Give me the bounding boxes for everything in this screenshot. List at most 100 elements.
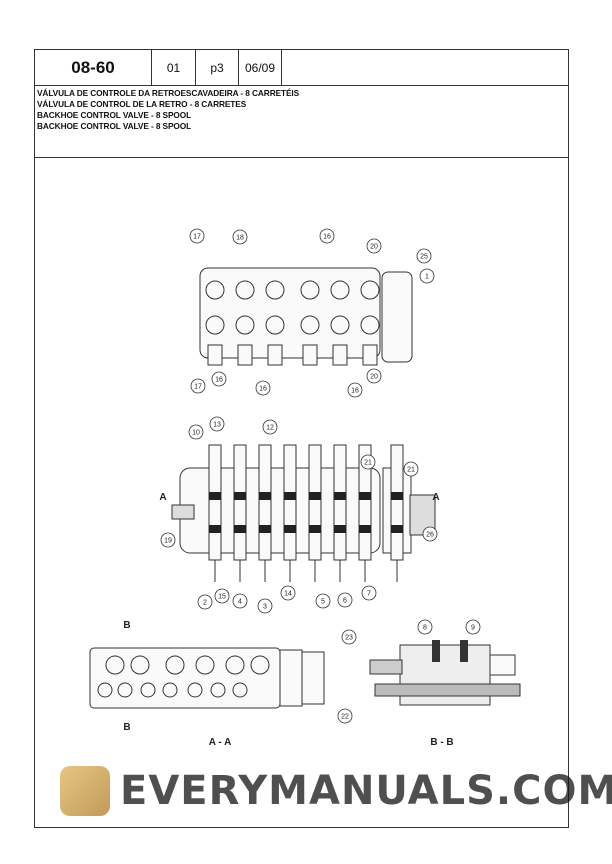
section-mark-b-bottom: B — [123, 722, 130, 733]
middle-section-drawing — [171, 444, 436, 582]
callout-number: 22 — [341, 714, 349, 721]
section-b-b-drawing — [369, 640, 521, 706]
callout: 17 — [189, 228, 205, 244]
callout-number: 25 — [420, 254, 428, 261]
callout: 10 — [188, 424, 204, 440]
section-mark-a-right: A — [432, 492, 439, 503]
callout: 22 — [337, 708, 353, 724]
callout-number: 3 — [263, 604, 267, 611]
callout-number: 16 — [215, 377, 223, 384]
callout: 8 — [417, 619, 433, 635]
callout-number: 7 — [367, 591, 371, 598]
callout-number: 12 — [266, 425, 274, 432]
callout-number: 20 — [370, 244, 378, 251]
callout-circle — [341, 629, 357, 645]
title-en: BACKHOE CONTROL VALVE - 8 SPOOL — [37, 110, 192, 120]
callout-circle — [214, 588, 230, 604]
view-label-a-a: A - A — [209, 737, 232, 748]
view-label-b-b: B - B — [430, 737, 453, 748]
callout-circle — [190, 378, 206, 394]
callout: 7 — [361, 585, 377, 601]
callout: 1 — [419, 268, 435, 284]
callout-circle — [315, 593, 331, 609]
callout-number: 4 — [238, 599, 242, 606]
title-en-2: BACKHOE CONTROL VALVE - 8 SPOOL — [37, 121, 192, 131]
callout-number: 16 — [323, 234, 331, 241]
callout: 4 — [232, 593, 248, 609]
callout-number: 2 — [203, 600, 207, 607]
callout-circle — [209, 416, 225, 432]
callout-number: 13 — [213, 422, 221, 429]
callout-number: 19 — [164, 538, 172, 545]
callout-number: 16 — [259, 386, 267, 393]
section-a-a-drawing — [89, 647, 325, 709]
callout-circle — [419, 268, 435, 284]
callout: 16 — [211, 371, 227, 387]
callout-circle — [337, 592, 353, 608]
title-es: VÁLVULA DE CONTROL DE LA RETRO - 8 CARRE… — [37, 99, 247, 109]
callout-circle — [197, 594, 213, 610]
callout-circle — [360, 454, 376, 470]
callout-number: 5 — [321, 599, 325, 606]
callout: 2 — [197, 594, 213, 610]
callout-circle — [319, 228, 335, 244]
callout-number: 8 — [423, 625, 427, 632]
callout: 17 — [190, 378, 206, 394]
callout: 5 — [315, 593, 331, 609]
callout-number: 18 — [236, 235, 244, 242]
page-number: p3 — [196, 50, 239, 85]
callout-circle — [262, 419, 278, 435]
callout-circle — [232, 593, 248, 609]
callout-number: 6 — [343, 598, 347, 605]
callout: 20 — [366, 238, 382, 254]
callout-number: 17 — [193, 234, 201, 241]
title-block: VÁLVULA DE CONTROLE DA RETROESCAVADEIRA … — [35, 85, 568, 158]
revision: 01 — [152, 50, 196, 85]
callout-number: 26 — [426, 532, 434, 539]
callout: 26 — [422, 526, 438, 542]
callout: 14 — [280, 585, 296, 601]
callout: 21 — [403, 461, 419, 477]
section-mark-a-left: A — [159, 492, 166, 503]
callout-number: 21 — [364, 460, 372, 467]
callout: 19 — [160, 532, 176, 548]
section-mark-b-top: B — [123, 620, 130, 631]
callout: 23 — [341, 629, 357, 645]
callout: 9 — [465, 619, 481, 635]
callout-circle — [160, 532, 176, 548]
callout-circle — [337, 708, 353, 724]
callout: 6 — [337, 592, 353, 608]
callout-circle — [188, 424, 204, 440]
date: 06/09 — [239, 50, 282, 85]
callout-number: 1 — [425, 274, 429, 281]
callout: 13 — [209, 416, 225, 432]
callout-number: 9 — [471, 625, 475, 632]
top-view-drawing — [199, 267, 413, 366]
callout: 20 — [366, 368, 382, 384]
callout: 16 — [255, 380, 271, 396]
callout-number: 15 — [218, 594, 226, 601]
callout-number: 16 — [351, 388, 359, 395]
callout-circle — [211, 371, 227, 387]
callout-number: 20 — [370, 374, 378, 381]
callout: 16 — [347, 382, 363, 398]
page-frame: 08-60 01 p3 06/09 VÁLVULA DE CONTROLE DA… — [34, 49, 569, 828]
callout-circle — [232, 229, 248, 245]
callout: 16 — [319, 228, 335, 244]
callout: 12 — [262, 419, 278, 435]
callout-number: 23 — [345, 635, 353, 642]
section-code: 08-60 — [35, 50, 152, 85]
callout-circle — [417, 619, 433, 635]
callout-circle — [347, 382, 363, 398]
callout: 3 — [257, 598, 273, 614]
callout-circle — [465, 619, 481, 635]
callout-circle — [255, 380, 271, 396]
callout-circle — [366, 238, 382, 254]
callout-number: 21 — [407, 467, 415, 474]
callout-circle — [422, 526, 438, 542]
callout-circle — [361, 585, 377, 601]
callout: 25 — [416, 248, 432, 264]
callout-number: 10 — [192, 430, 200, 437]
callout: 18 — [232, 229, 248, 245]
